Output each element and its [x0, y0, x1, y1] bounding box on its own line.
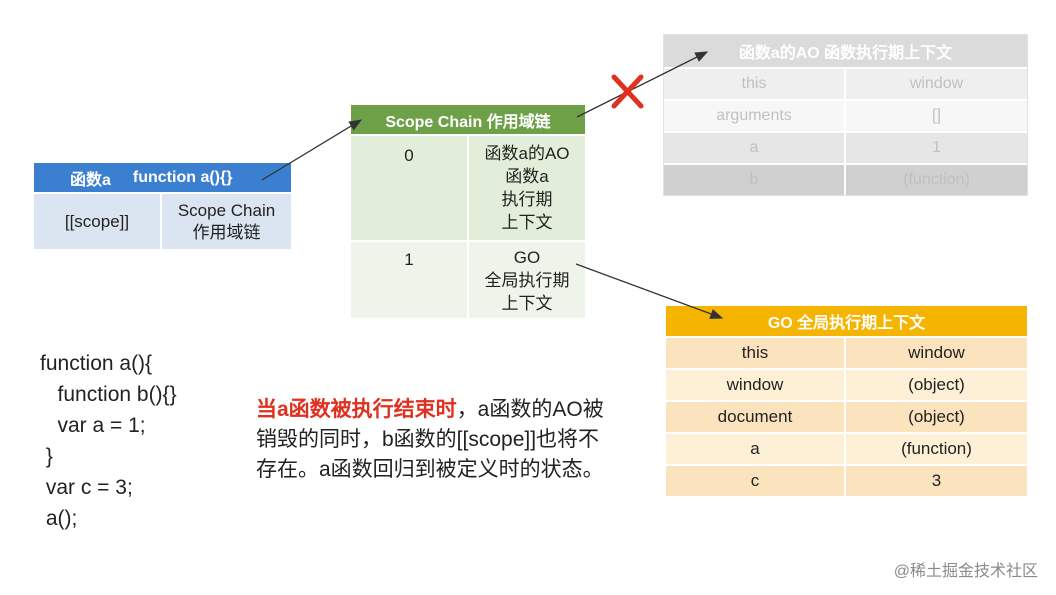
go-key-0: this: [666, 338, 844, 368]
go-key-2: document: [666, 402, 844, 432]
code-line: a();: [40, 507, 78, 530]
ao-key-3: b: [664, 165, 844, 195]
function-a-name: 函数a: [70, 171, 111, 189]
scope-chain-value-1: GO 全局执行期 上下文: [469, 242, 585, 318]
go-value-4: 3: [846, 466, 1027, 496]
go-key-3: a: [666, 434, 844, 464]
ao-value-0: window: [846, 69, 1027, 99]
go-key-1: window: [666, 370, 844, 400]
function-a-table: 函数a function a(){} [[scope]] Scope Chain…: [34, 163, 291, 249]
ao-key-1: arguments: [664, 101, 844, 131]
go-value-2: (object): [846, 402, 1027, 432]
scope-chain-index-1: 1: [351, 242, 467, 318]
code-line: function a(){: [40, 352, 153, 375]
go-key-4: c: [666, 466, 844, 496]
scope-value-line2: 作用域链: [192, 222, 261, 242]
ao-value-3: (function): [846, 165, 1027, 195]
go-table: GO 全局执行期上下文 this window window (object) …: [666, 306, 1027, 496]
code-line: function b(){}: [40, 383, 177, 406]
scope-chain-index-0: 0: [351, 136, 467, 240]
scope-chain-header: Scope Chain 作用域链: [351, 105, 585, 134]
function-a-scope-key: [[scope]]: [34, 194, 160, 249]
code-line: var a = 1;: [40, 414, 146, 437]
ao-value-2: 1: [846, 133, 1027, 163]
scope-chain-table: Scope Chain 作用域链 0 函数a的AO 函数a 执行期 上下文 1 …: [351, 105, 585, 318]
cross-icon: [611, 74, 644, 109]
explanation-note: 当a函数被执行结束时，a函数的AO被销毁的同时，b函数的[[scope]]也将不…: [256, 395, 606, 485]
function-a-header: 函数a function a(){}: [34, 163, 291, 192]
ao-key-2: a: [664, 133, 844, 163]
go-value-0: window: [846, 338, 1027, 368]
scope-chain-value-0: 函数a的AO 函数a 执行期 上下文: [469, 136, 585, 240]
note-rest: ，a函数的AO被销毁的同时，b函数的[[scope]]也将不存在。a函数回归到被…: [256, 398, 604, 481]
watermark: @稀土掘金技术社区: [893, 563, 1038, 580]
note-highlight: 当a函数被执行结束时: [256, 398, 457, 421]
code-line: var c = 3;: [40, 476, 133, 499]
go-header: GO 全局执行期上下文: [666, 306, 1027, 336]
go-value-3: (function): [846, 434, 1027, 464]
code-block: function a(){ function b(){} var a = 1; …: [40, 348, 177, 534]
go-value-1: (object): [846, 370, 1027, 400]
ao-value-1: []: [846, 101, 1027, 131]
ao-header: 函数a的AO 函数执行期上下文: [664, 35, 1027, 67]
function-a-scope-value: Scope Chain 作用域链: [162, 194, 291, 249]
scope-value-line1: Scope Chain: [177, 200, 276, 220]
ao-key-0: this: [664, 69, 844, 99]
ao-table: 函数a的AO 函数执行期上下文 this window arguments []…: [663, 34, 1028, 196]
code-line: }: [40, 445, 53, 468]
function-a-code: function a(){}: [132, 168, 233, 186]
